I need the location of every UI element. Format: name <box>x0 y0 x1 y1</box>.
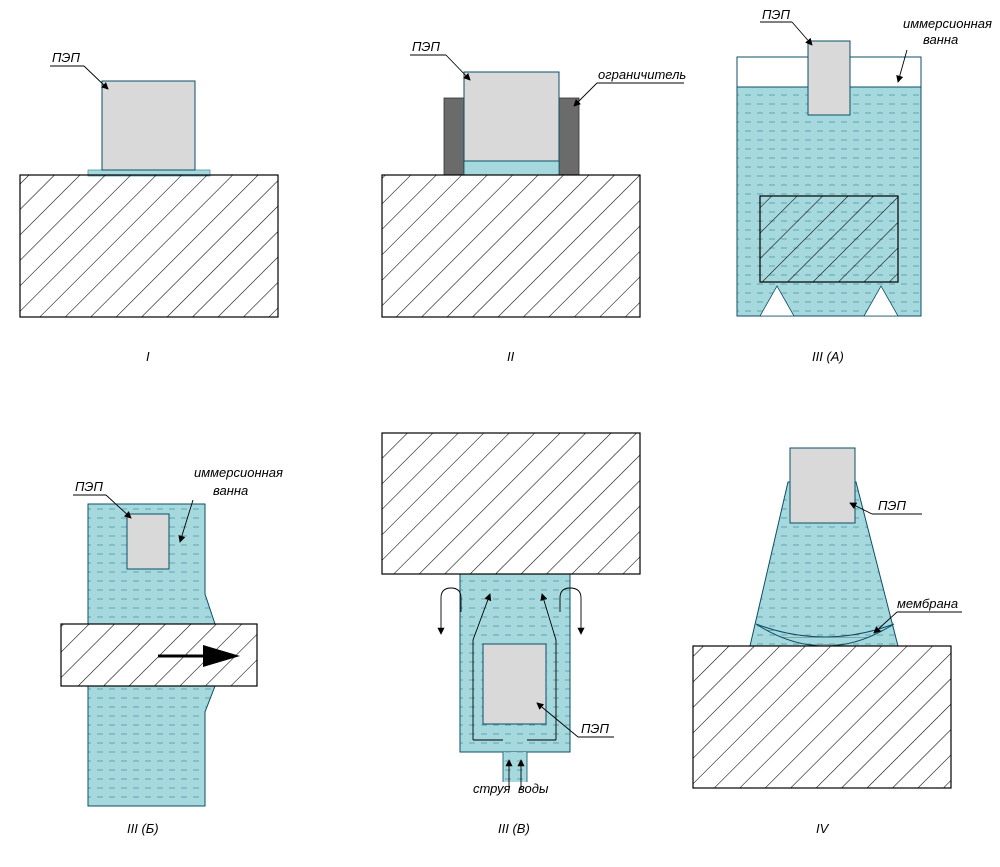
panel-iiiv-jet-label-2: воды <box>518 781 549 796</box>
panel-iv-transducer-label: ПЭП <box>878 498 906 513</box>
panel-iii-b: ПЭП иммерсионная ванна III (Б) <box>60 465 283 836</box>
panel-iiia-support-right <box>863 285 899 317</box>
panel-ii-specimen <box>381 174 641 318</box>
panel-iiiv-specimen <box>381 432 641 575</box>
panel-iiib-bath-label-1: иммерсионная <box>194 465 283 480</box>
panel-iiiv-jet-label-1: струя <box>473 781 510 796</box>
panel-iiib-transducer-label: ПЭП <box>75 479 103 494</box>
panel-iv-membrane <box>755 623 895 647</box>
panel-iiia-specimen <box>759 195 899 283</box>
panel-iiib-bath-label-2: ванна <box>213 483 248 498</box>
panel-iv: ПЭП мембрана IV <box>692 447 962 836</box>
panel-ii-limiter-left <box>443 97 465 176</box>
panel-iiiv-flow-left-inner <box>472 593 492 740</box>
panel-i-transducer <box>101 80 196 171</box>
panel-iiiv-jet-inlet <box>503 752 527 782</box>
panel-iiia-bath-label-1: иммерсионная <box>903 16 992 31</box>
panel-iiiv-flow-right-outer <box>559 587 585 635</box>
panel-i-specimen <box>19 174 279 318</box>
panel-iiia-transducer <box>807 40 851 116</box>
panel-i-caption: I <box>146 349 150 364</box>
panel-ii-transducer <box>463 71 560 162</box>
panel-iiia-caption: III (A) <box>812 349 844 364</box>
panel-ii-transducer-label: ПЭП <box>412 39 440 54</box>
panel-iv-specimen <box>692 645 952 789</box>
panel-iiib-transducer <box>126 513 170 570</box>
panel-iiia-bath-label-2: ванна <box>923 32 958 47</box>
panel-iv-caption: IV <box>816 821 830 836</box>
panel-ii-limiter-label: ограничитель <box>598 67 686 82</box>
panel-iii-v: ПЭП струя воды III (В) <box>381 432 641 836</box>
panel-ii-limiter-right <box>558 97 580 176</box>
panel-iiia-transducer-label: ПЭП <box>762 7 790 22</box>
panel-iiiv-flow-left-outer <box>437 587 462 635</box>
panel-iv-transducer <box>789 447 856 524</box>
panel-iiiv-flow-right-inner <box>540 593 557 740</box>
panel-i: ПЭП I <box>19 50 279 364</box>
panel-iiiv-caption: III (В) <box>498 821 530 836</box>
panel-ii: ПЭП ограничитель II <box>381 39 686 364</box>
panel-i-transducer-label: ПЭП <box>52 50 80 65</box>
panel-iiib-bath-lower <box>87 685 216 807</box>
panel-iv-membrane-label: мембрана <box>897 596 958 611</box>
panel-iiiv-transducer <box>482 643 547 725</box>
panel-iiiv-transducer-label: ПЭП <box>581 721 609 736</box>
panel-iii-a: ПЭП иммерсионная ванна III (A) <box>736 7 992 364</box>
panel-iiia-support-left <box>759 285 795 317</box>
panel-ii-caption: II <box>507 349 515 364</box>
panel-ii-couplant <box>463 160 560 176</box>
panel-iiib-caption: III (Б) <box>127 821 159 836</box>
